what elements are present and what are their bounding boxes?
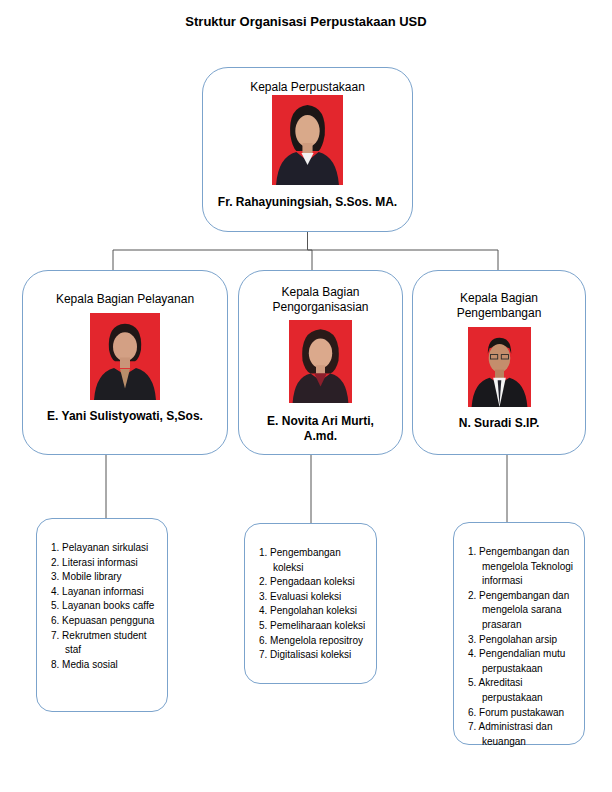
connector-line	[106, 455, 107, 518]
list-item: 3. Evaluasi koleksi	[273, 590, 370, 605]
list-item: 3. Pengolahan arsip	[482, 633, 578, 648]
person-name: E. Novita Ari Murti, A.md.	[251, 414, 390, 444]
person-name: Fr. Rahayuningsiah, S.Sos. MA.	[208, 195, 407, 210]
list-item: 6. Kepuasan pengguna	[65, 614, 161, 629]
list-item: 2. Pengembangan dan mengelola sarana pra…	[482, 589, 578, 633]
list-item: 7. Digitalisasi koleksi	[273, 648, 370, 663]
portrait-photo	[289, 320, 352, 403]
list-item: 6. Mengelola repositroy	[273, 634, 370, 649]
connector-line	[507, 455, 508, 522]
list-item: 5. Akreditasi perpustakaan	[482, 676, 578, 705]
list-item: 8. Media sosial	[65, 658, 161, 673]
task-list-box: 1. Pengembangan dan mengelola Teknologi …	[453, 522, 585, 745]
person-name: N. Suradi S.IP.	[418, 416, 580, 431]
list-item: 5. Layanan books caffe	[65, 599, 161, 614]
connector-line	[308, 232, 499, 270]
list-item: 2. Pengadaan koleksi	[273, 575, 370, 590]
portrait-photo	[272, 95, 343, 185]
task-list-box: 1. Pelayanan sirkulasi2. Literasi inform…	[36, 518, 168, 712]
list-item: 6. Forum pustakawan	[482, 706, 578, 721]
list-item: 1. Pengembangan koleksi	[273, 546, 370, 575]
list-item: 4. Pengendalian mutu perpustakaan	[482, 647, 578, 676]
person-name: E. Yani Sulistyowati, S,Sos.	[28, 409, 222, 424]
list-item: 2. Literasi informasi	[65, 556, 161, 571]
list-item: 4. Pengolahan koleksi	[273, 604, 370, 619]
position-title: Kepala Perpustakaan	[208, 80, 407, 95]
list-item: 7. Rekrutmen student staf	[65, 629, 161, 658]
list-item: 5. Pemeliharaan koleksi	[273, 619, 370, 634]
list-item: 1. Pengembangan dan mengelola Teknologi …	[482, 545, 578, 589]
list-item: 4. Layanan informasi	[65, 585, 161, 600]
diagram-title: Struktur Organisasi Perpustakaan USD	[0, 14, 612, 29]
position-title: Kepala Bagian Pelayanan	[28, 292, 222, 307]
connector-line	[113, 232, 308, 270]
connector-line	[311, 455, 312, 523]
portrait-photo	[468, 327, 531, 407]
list-item: 1. Pelayanan sirkulasi	[65, 541, 161, 556]
task-list-box: 1. Pengembangan koleksi2. Pengadaan kole…	[244, 523, 377, 684]
position-title: Kepala Bagian Pengembangan	[433, 291, 565, 321]
portrait-photo	[90, 313, 160, 400]
position-title: Kepala Bagian Pengorganisasian	[251, 285, 390, 315]
list-item: 3. Mobile library	[65, 570, 161, 585]
list-item: 7. Administrasi dan keuangan	[482, 720, 578, 749]
connector-line	[308, 232, 313, 270]
